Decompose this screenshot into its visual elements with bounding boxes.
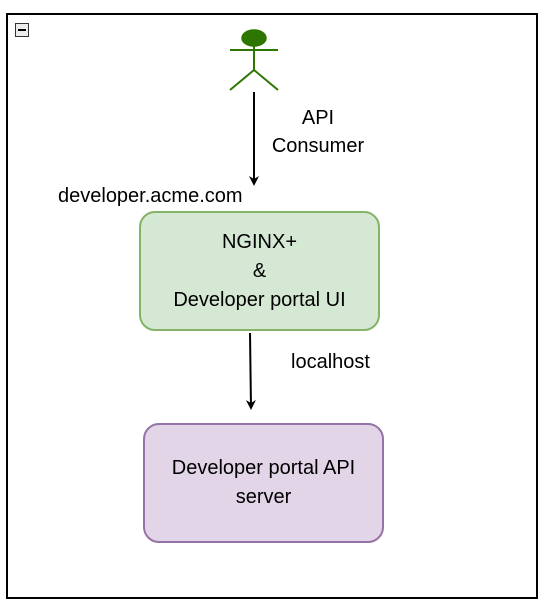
actor-head: [241, 29, 267, 47]
node-portal-api-server-text: Developer portal API server: [172, 454, 355, 512]
node-nginx-portal-ui-text: NGINX+ & Developer portal UI: [173, 228, 345, 315]
minus-bar: [18, 29, 26, 31]
node-ui-line-1: NGINX+: [221, 230, 298, 253]
arrow-ui-to-api: [245, 332, 256, 410]
edge-label-localhost: localhost: [291, 351, 370, 373]
actor-label-line-1: API: [301, 107, 335, 129]
minus-icon[interactable]: [15, 23, 29, 37]
actor-left-leg: [229, 69, 255, 91]
node-api-line-2: server: [235, 486, 292, 508]
actor-right-leg: [253, 69, 279, 91]
node-portal-api-server[interactable]: Developer portal API server: [143, 423, 384, 543]
edge-label-host: developer.acme.com: [58, 185, 243, 207]
node-ui-line-3: Developer portal UI: [173, 288, 346, 311]
actor-label-line-2: Consumer: [271, 135, 365, 157]
node-nginx-portal-ui[interactable]: NGINX+ & Developer portal UI: [139, 211, 380, 331]
stick-figure-icon[interactable]: [229, 29, 279, 91]
diagram-container: [6, 13, 538, 599]
node-api-line-1: Developer portal API: [171, 457, 356, 479]
node-ui-line-2: &: [252, 259, 267, 282]
actor-label: API Consumer: [262, 104, 374, 160]
